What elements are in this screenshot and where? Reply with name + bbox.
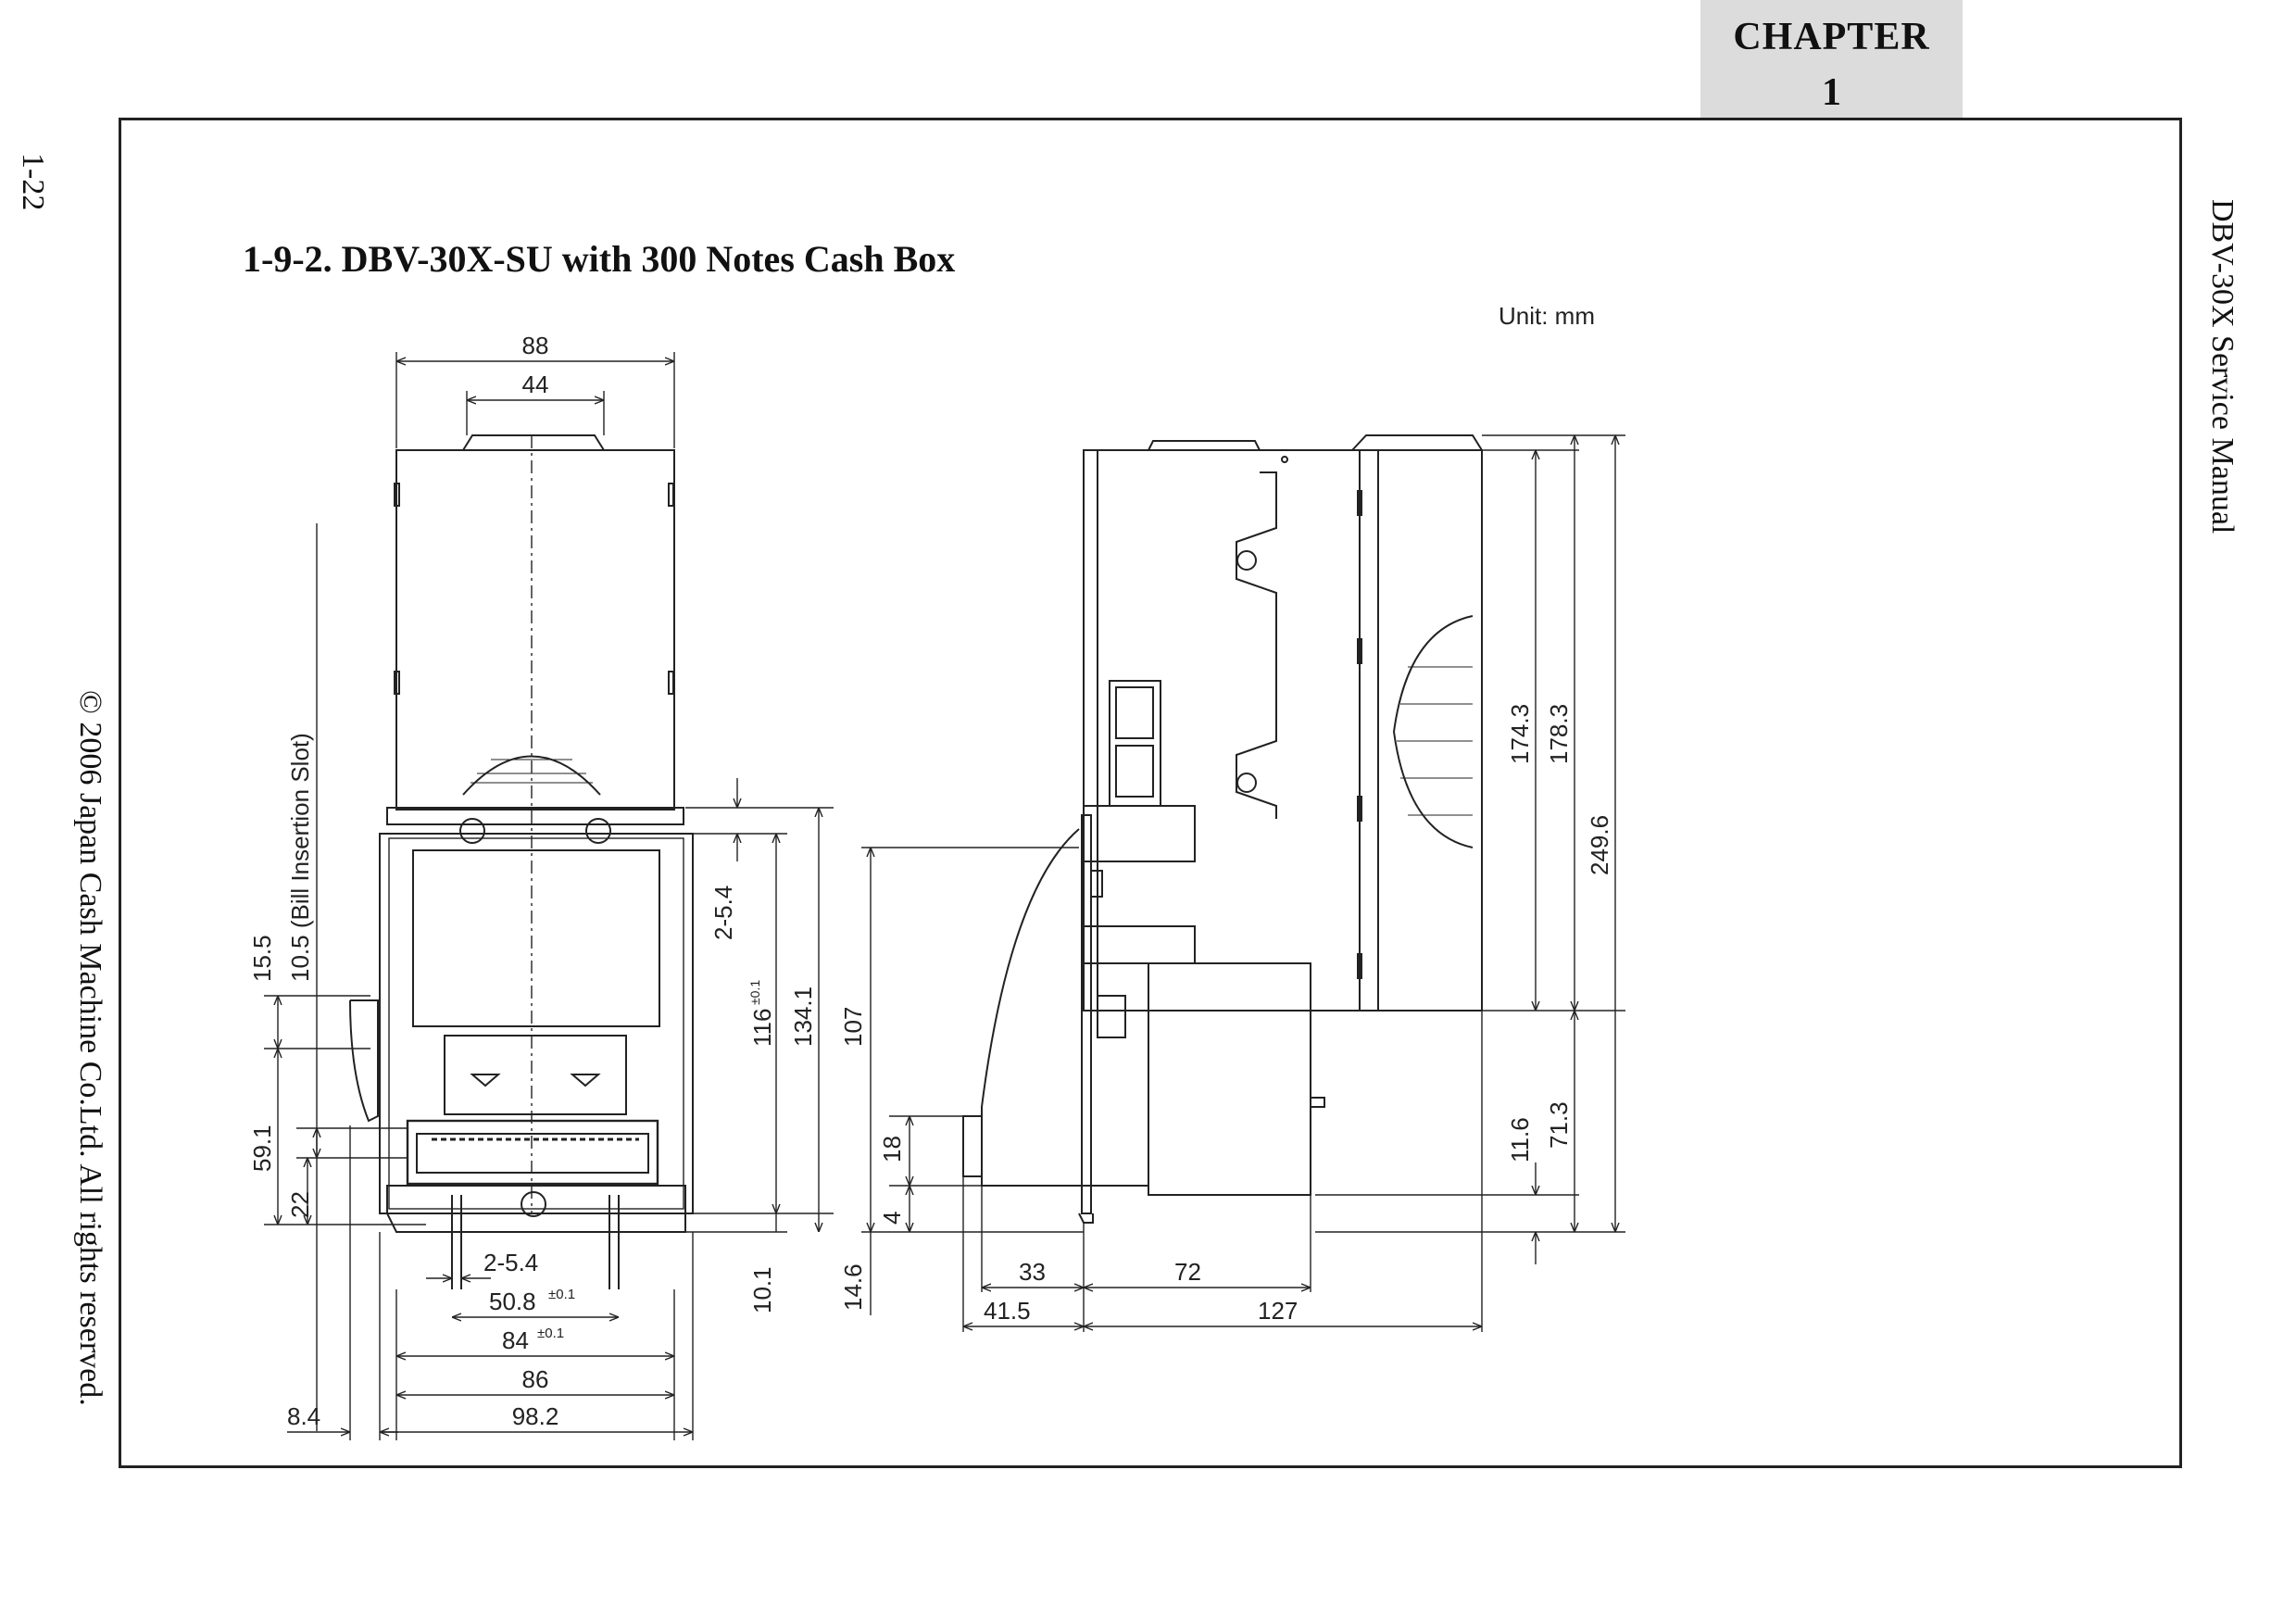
side-dimension-labels: 107 18 4 14.6 33 72 41.5 127 174.3 178.3… [839,704,1613,1325]
front-dimension-labels: 88 44 10.5 (Bill Insertion Slot) 15.5 59… [248,332,817,1430]
dim-134-1: 134.1 [789,986,817,1047]
dim-50-8: 50.8 [489,1288,536,1315]
dim-10-1: 10.1 [748,1266,776,1313]
chapter-tab: CHAPTER 1 [1700,0,1963,118]
dim-116: 116 [748,1009,776,1047]
dim-98-2: 98.2 [512,1402,559,1430]
dim-bill-slot: 10.5 (Bill Insertion Slot) [286,733,314,982]
front-view [349,434,694,1289]
dim-84-tolerance: ±0.1 [537,1326,564,1341]
dim-72: 72 [1174,1258,1201,1286]
dim-2-5-4-vertical: 2-5.4 [709,886,737,940]
dim-4: 4 [878,1212,906,1225]
section-title: 1-9-2. DBV-30X-SU with 300 Notes Cash Bo… [243,238,956,280]
content-frame [119,118,2182,1468]
dim-11-6: 11.6 [1506,1117,1534,1162]
dim-71-3: 71.3 [1545,1101,1573,1149]
chapter-number: 1 [1822,71,1841,114]
dim-22: 22 [286,1191,314,1218]
front-dimension-lines [264,352,834,1440]
dim-2-5-4-horizontal: 2-5.4 [483,1249,538,1276]
side-dimension-lines [861,434,1625,1332]
dim-14-6: 14.6 [839,1263,867,1311]
dim-107: 107 [839,1007,867,1047]
dim-88: 88 [522,332,549,359]
dim-8-4: 8.4 [287,1402,320,1430]
dim-33: 33 [1019,1258,1046,1286]
unit-label: Unit: mm [1499,302,1595,330]
dim-18: 18 [878,1136,906,1162]
chapter-label: CHAPTER [1733,16,1930,58]
dim-50-8-tolerance: ±0.1 [548,1287,575,1302]
dim-249-6: 249.6 [1586,815,1613,875]
dim-178-3: 178.3 [1545,704,1573,764]
dim-174-3: 174.3 [1506,704,1534,764]
dim-15-5: 15.5 [248,935,276,982]
dim-59-1: 59.1 [248,1125,276,1172]
side-view [962,434,1483,1224]
dim-84: 84 [502,1326,529,1354]
dim-127: 127 [1258,1297,1298,1325]
dim-86: 86 [522,1365,549,1393]
dim-41-5: 41.5 [984,1297,1031,1325]
dim-116-tolerance: ±0.1 [747,980,762,1005]
dim-44: 44 [522,371,549,398]
